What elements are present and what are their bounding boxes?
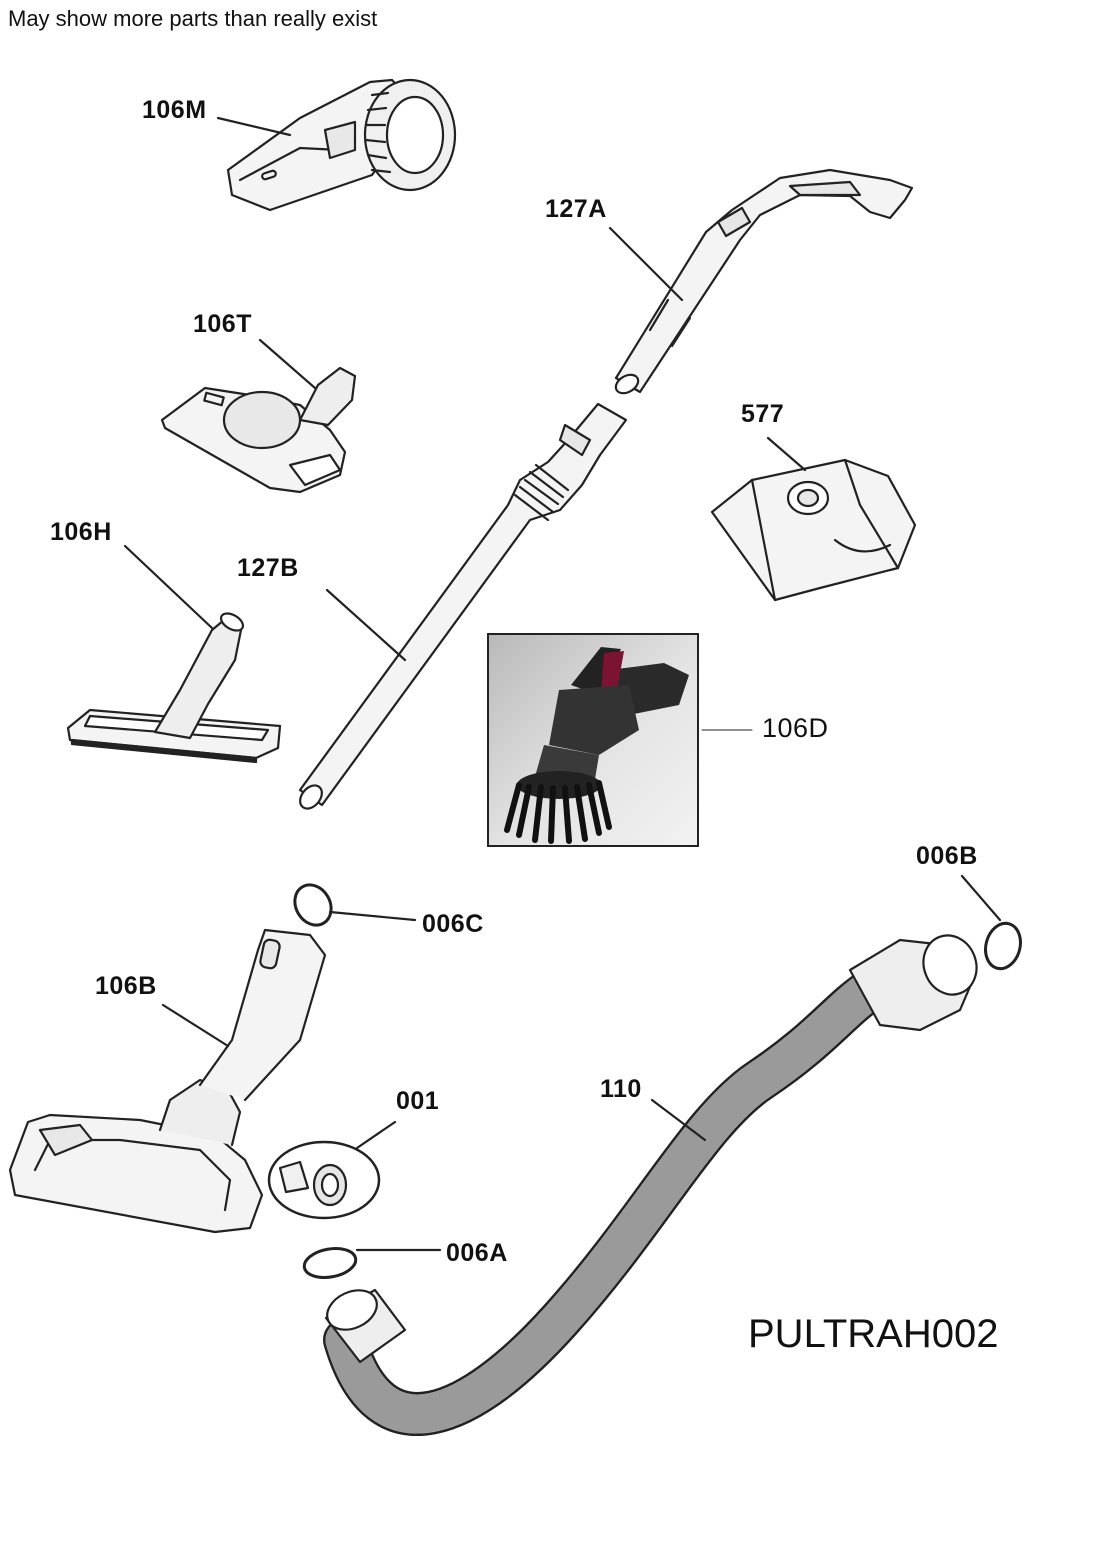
leader-106t — [258, 338, 317, 390]
label-577: 577 — [741, 400, 785, 428]
leader-110 — [650, 1098, 707, 1142]
leader-001 — [355, 1120, 397, 1150]
photo-106d-dusting-brush — [487, 633, 699, 847]
part-127a-handle-tube — [614, 168, 914, 395]
part-577-dust-bag — [710, 458, 917, 602]
label-006b: 006B — [916, 842, 978, 870]
label-106m: 106M — [142, 96, 207, 124]
label-006a: 006A — [446, 1239, 508, 1267]
leader-106m — [216, 116, 292, 137]
leader-127b — [325, 588, 407, 662]
label-006c: 006C — [422, 910, 484, 938]
disclaimer-note: May show more parts than really exist — [8, 6, 378, 31]
part-006b-ring — [984, 921, 1022, 971]
leader-006b — [960, 874, 1002, 922]
label-127a: 127A — [545, 195, 607, 223]
part-106t-turbo-nozzle — [160, 366, 357, 494]
label-106b: 106B — [95, 972, 157, 1000]
part-127b-lower-tube — [298, 402, 628, 810]
part-006c-ring — [293, 883, 333, 927]
diagram-code: PULTRAH002 — [748, 1312, 999, 1356]
leader-127a — [608, 226, 684, 302]
part-106b-power-nozzle — [8, 928, 327, 1234]
leader-106h — [123, 544, 214, 630]
label-106t: 106T — [193, 310, 252, 338]
leader-006c — [328, 910, 417, 922]
part-106h-floor-nozzle — [66, 612, 282, 764]
label-001: 001 — [396, 1087, 440, 1115]
leader-577 — [766, 436, 807, 472]
leader-106b — [161, 1003, 230, 1048]
label-127b: 127B — [237, 554, 299, 582]
label-106h: 106H — [50, 518, 112, 546]
brush-icon — [504, 647, 689, 844]
part-006a-ring — [302, 1246, 358, 1280]
part-106m-upholstery-nozzle — [226, 78, 457, 212]
label-110: 110 — [600, 1075, 642, 1103]
label-106d: 106D — [762, 713, 829, 743]
part-110-flexible-hose — [323, 934, 978, 1436]
part-001-adapter-set — [267, 1140, 381, 1220]
